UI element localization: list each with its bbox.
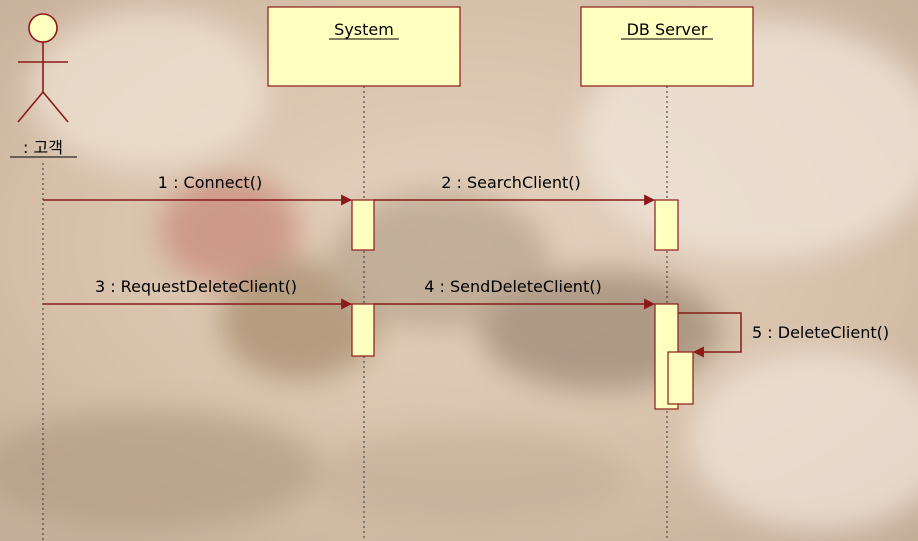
actor-customer: : 고객 [10, 13, 77, 158]
activation-db-self [667, 351, 694, 405]
message-2: 2 : SearchClient() [374, 173, 656, 206]
message-4: 4 : SendDeleteClient() [374, 277, 656, 310]
object-db-server: DB Server [580, 6, 754, 87]
activation-system-2 [351, 303, 375, 357]
message-3-label: 3 : RequestDeleteClient() [95, 277, 297, 296]
message-5-label: 5 : DeleteClient() [752, 323, 889, 342]
message-2-label: 2 : SearchClient() [441, 173, 581, 192]
object-db-server-label: DB Server [627, 20, 708, 39]
message-5-arrow [678, 312, 742, 358]
activation-system-1 [351, 199, 375, 251]
message-1: 1 : Connect() [43, 173, 353, 206]
object-db-server-box [580, 6, 754, 87]
message-4-label: 4 : SendDeleteClient() [424, 277, 601, 296]
message-1-label: 1 : Connect() [158, 173, 262, 192]
object-system-label: System [334, 20, 394, 39]
object-system: System [267, 6, 461, 87]
object-system-box [267, 6, 461, 87]
actor-label: : 고객 [23, 138, 63, 157]
message-5-self: 5 : DeleteClient() [678, 312, 889, 358]
message-3: 3 : RequestDeleteClient() [43, 277, 353, 310]
activation-db-1 [654, 199, 679, 251]
actor-icon [17, 13, 69, 123]
